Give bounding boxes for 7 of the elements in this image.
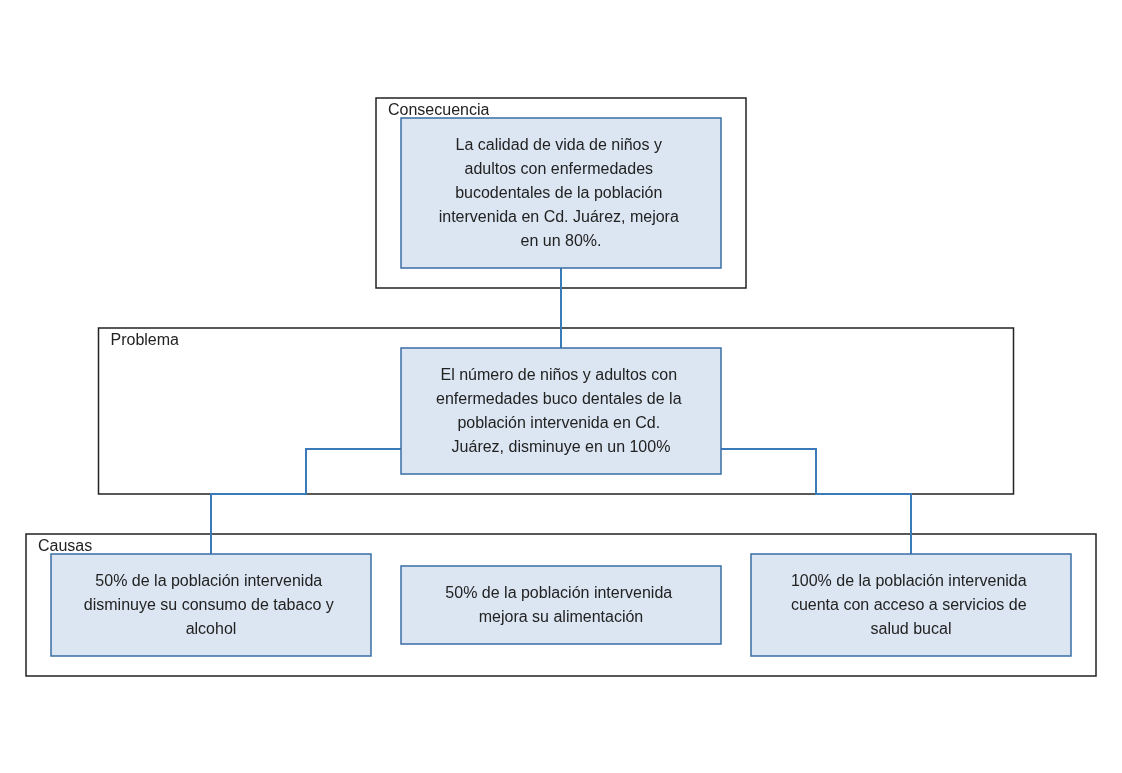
node-box: 50% de la población intervenida mejora su alimentación: [400, 564, 722, 645]
node-box: 100% de la población intervenida cuenta con acceso a servicios de salud bucal: [750, 552, 1072, 657]
node-box: La calidad de vida de niños y adultos con enfermedades bucodentales de la población intervenida en Cd. Juárez, mejora en un 80%.: [400, 116, 722, 269]
connector: [560, 266, 562, 349]
connector: [210, 447, 402, 555]
node-box: El número de niños y adultos con enfermedades buco dentales de la población intervenida en Cd. Juárez, disminuye en un 100%: [400, 346, 722, 475]
node-box: 50% de la población intervenida disminuye su consumo de tabaco y alcohol: [50, 552, 372, 657]
